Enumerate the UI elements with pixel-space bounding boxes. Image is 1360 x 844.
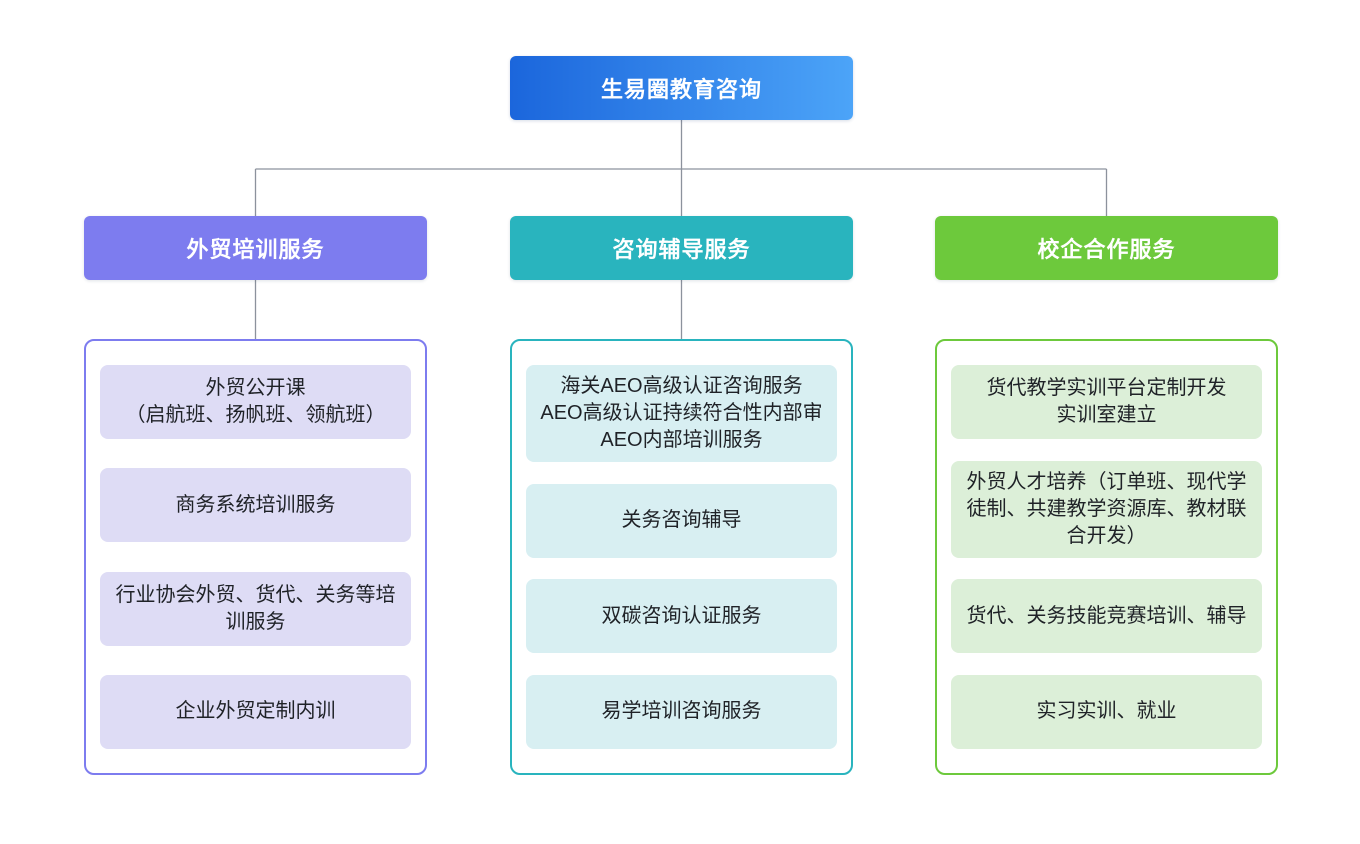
service-item-label: 关务咨询辅导 <box>621 509 742 532</box>
branch-panel-school-enterprise: 货代教学实训平台定制开发 实训室建立 外贸人才培养（订单班、现代学徒制、共建教学… <box>935 339 1278 775</box>
branch-header-consulting: 咨询辅导服务 <box>510 216 853 280</box>
branch-panel-consulting: 海关AEO高级认证咨询服务 AEO高级认证持续符合性内部审 AEO内部培训服务 … <box>510 339 853 775</box>
service-item: 外贸人才培养（订单班、现代学徒制、共建教学资源库、教材联合开发） <box>951 460 1262 558</box>
service-item: 双碳咨询认证服务 <box>526 579 837 654</box>
branch-header-trade-training: 外贸培训服务 <box>84 216 427 280</box>
service-item-label: 外贸公开课 （启航班、扬帆班、领航班） <box>125 377 386 426</box>
branch-header-label: 咨询辅导服务 <box>612 237 751 262</box>
root-node: 生易圈教育咨询 <box>510 56 853 120</box>
service-item-label: 行业协会外贸、货代、关务等培训服务 <box>115 583 396 633</box>
branch-consulting: 咨询辅导服务 海关AEO高级认证咨询服务 AEO高级认证持续符合性内部审 AEO… <box>510 216 853 775</box>
service-item: 海关AEO高级认证咨询服务 AEO高级认证持续符合性内部审 AEO内部培训服务 <box>526 365 837 462</box>
service-item-label: 货代、关务技能竞赛培训、辅导 <box>966 604 1247 627</box>
service-item: 外贸公开课 （启航班、扬帆班、领航班） <box>100 365 411 439</box>
branch-panel-trade-training: 外贸公开课 （启航班、扬帆班、领航班） 商务系统培训服务 行业协会外贸、货代、关… <box>84 339 427 775</box>
service-item-label: 企业外贸定制内训 <box>175 700 336 723</box>
service-item: 实习实训、就业 <box>951 674 1262 749</box>
service-item: 企业外贸定制内训 <box>100 674 411 749</box>
branch-header-school-enterprise: 校企合作服务 <box>935 216 1278 280</box>
root-node-label: 生易圈教育咨询 <box>600 77 762 102</box>
service-item: 货代教学实训平台定制开发 实训室建立 <box>951 365 1262 439</box>
service-item-label: 实习实训、就业 <box>1036 700 1177 723</box>
branch-header-label: 校企合作服务 <box>1037 237 1176 262</box>
service-item: 货代、关务技能竞赛培训、辅导 <box>951 579 1262 654</box>
service-item-label: 商务系统培训服务 <box>175 493 336 516</box>
service-item-label: 易学培训咨询服务 <box>601 700 762 723</box>
branch-trade-training: 外贸培训服务 外贸公开课 （启航班、扬帆班、领航班） 商务系统培训服务 行业协会… <box>84 216 427 775</box>
branch-school-enterprise: 校企合作服务 货代教学实训平台定制开发 实训室建立 外贸人才培养（订单班、现代学… <box>935 216 1278 775</box>
branch-header-label: 外贸培训服务 <box>186 237 325 262</box>
service-item: 行业协会外贸、货代、关务等培训服务 <box>100 571 411 646</box>
service-item: 关务咨询辅导 <box>526 483 837 558</box>
service-item-label: 海关AEO高级认证咨询服务 AEO高级认证持续符合性内部审 AEO内部培训服务 <box>540 375 823 451</box>
service-item: 商务系统培训服务 <box>100 468 411 543</box>
service-item-label: 货代教学实训平台定制开发 实训室建立 <box>986 377 1227 426</box>
service-item-label: 双碳咨询认证服务 <box>601 604 762 627</box>
service-item: 易学培训咨询服务 <box>526 674 837 749</box>
service-item-label: 外贸人才培养（订单班、现代学徒制、共建教学资源库、教材联合开发） <box>966 470 1247 547</box>
